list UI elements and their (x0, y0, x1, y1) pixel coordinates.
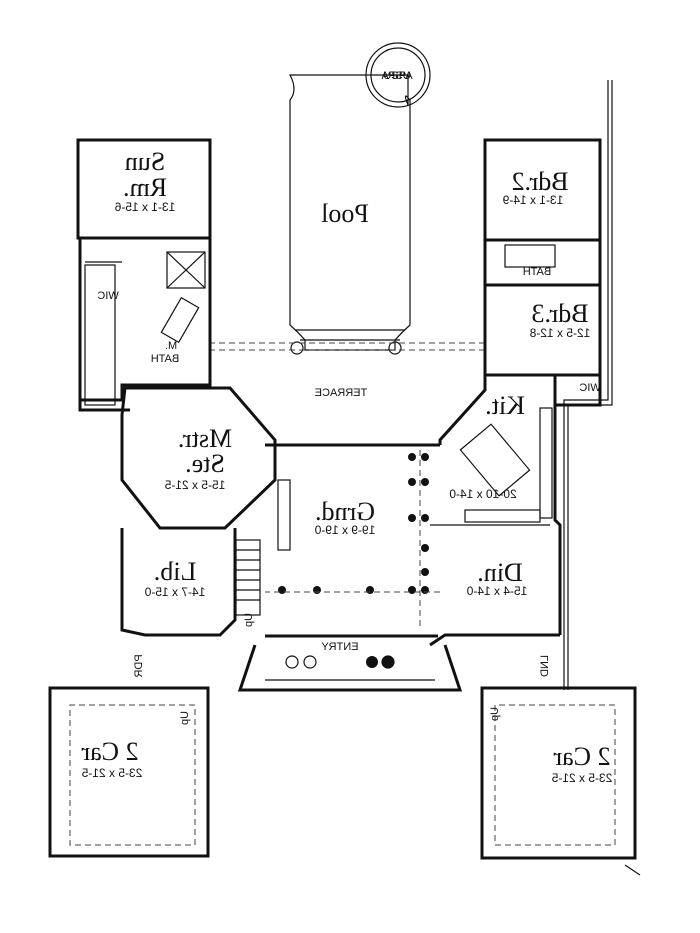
kitchen-dims: 20-10 x 14-0 (449, 487, 517, 501)
wic-left-label: WIC (97, 290, 118, 302)
wic-right-label: WIC (579, 382, 600, 394)
labels-layer: USPA USPA Pool TERRACE ENTRY Sun Rm. 13-… (81, 70, 612, 785)
garage-right-up-label: Up (489, 707, 501, 721)
stair-up-label: Up (243, 613, 255, 627)
library-name: Lib. (154, 557, 197, 586)
spa-label: USPA (383, 70, 413, 82)
sun-room-name-2: Rm. (123, 173, 167, 202)
terrace-label: TERRACE (315, 387, 368, 399)
garage-right-dims: 23-5 x 21-5 (551, 771, 612, 785)
garage-right-outline (48, 686, 210, 858)
laundry-label: LND (539, 655, 551, 677)
garage-left-outline (480, 686, 637, 860)
garage-left-dashed (494, 704, 616, 846)
bedroom3-dims: 12-5 x 12-8 (529, 326, 590, 340)
dining-dims: 15-4 x 14-0 (466, 584, 527, 598)
property-line-inner (563, 80, 609, 690)
garage-right-dashed (69, 704, 196, 846)
pool (289, 42, 431, 355)
sun-room-name-1: Sun (125, 147, 165, 176)
spa-label-visible: USPA (381, 70, 411, 82)
bedroom2-name: Bdr.2 (511, 167, 568, 196)
garage-left-up-label: Up (179, 711, 191, 725)
master-bath-name-2: BATH (151, 353, 180, 365)
bedroom2-dims: 13-1 x 14-9 (502, 193, 563, 207)
plan-geometry (48, 42, 641, 876)
master-bath-name-1: M. (165, 340, 177, 352)
great-room-block (237, 443, 463, 692)
entry-label: ENTRY (321, 641, 359, 653)
kitchen-name: Kit. (485, 391, 525, 420)
bedroom3-name: Bdr.3 (531, 299, 588, 328)
great-room-name: Grnd. (315, 497, 375, 526)
master-suite-name-2: Ste. (185, 449, 225, 478)
garage-left-dims: 23-5 x 21-5 (81, 766, 142, 780)
garage-left-name: 2 Car (81, 737, 138, 766)
master-suite-name-1: Mstr. (178, 424, 232, 453)
great-room-dims: 19-9 x 19-0 (314, 523, 375, 537)
pool-label: Pool (321, 199, 369, 228)
powder-label: PDR (133, 654, 145, 677)
property-line-tick (624, 864, 641, 876)
master-suite-dims: 15-5 x 21-5 (164, 478, 225, 492)
garage-right-name: 2 Car (553, 742, 610, 771)
master-wing (76, 138, 277, 637)
dining-name: Din. (477, 558, 523, 587)
bath-label: BATH (523, 266, 552, 278)
sun-room-dims: 13-1 x 15-6 (114, 200, 175, 214)
bedroom-wing (429, 138, 602, 647)
library-dims: 14-7 x 15-0 (144, 585, 205, 599)
